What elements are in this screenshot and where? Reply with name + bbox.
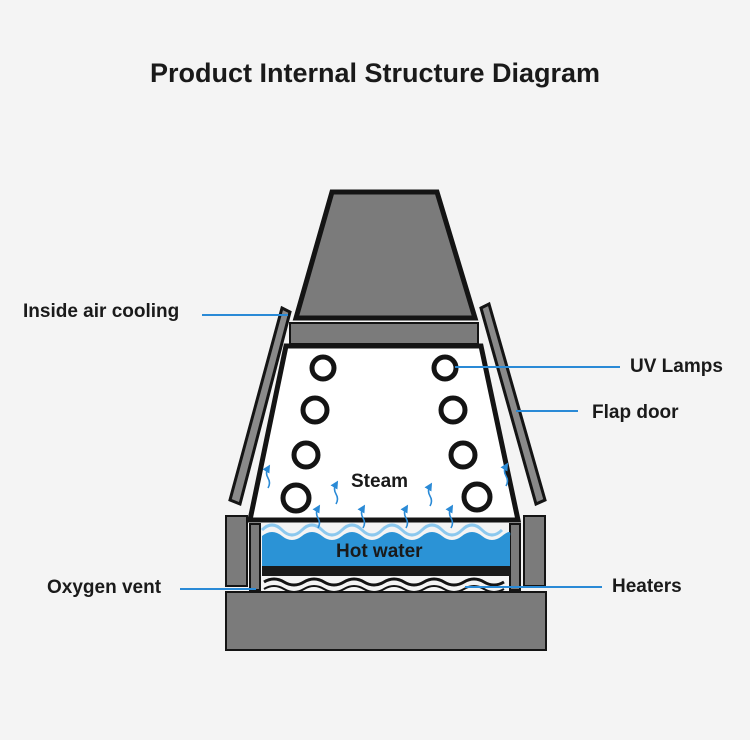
steam-arrow: [400, 504, 409, 529]
hot-water: [262, 532, 511, 566]
left-flap-door: [228, 305, 292, 507]
label-heaters: Heaters: [612, 576, 682, 597]
right-inner-post: [509, 523, 521, 591]
top-hood: [292, 189, 479, 321]
heater-plate: [262, 566, 510, 576]
heater-coil-1: [263, 577, 505, 587]
steam-arrow: [445, 504, 454, 529]
uv-lamp: [448, 440, 478, 470]
heater-coil-2: [263, 585, 505, 593]
label-inside-air-cooling: Inside air cooling: [23, 301, 180, 322]
steam-arrow: [262, 464, 271, 489]
label-uv-lamps: UV Lamps: [630, 356, 723, 377]
steam-arrows: [262, 462, 509, 529]
uv-lamp: [461, 481, 493, 513]
base: [225, 591, 547, 651]
left-inner-post: [249, 523, 261, 591]
label-hot-water: Hot water: [336, 541, 423, 562]
steam-arrow: [500, 462, 509, 487]
uv-lamp: [438, 395, 468, 425]
uv-lamp: [280, 482, 312, 514]
right-wall: [523, 515, 546, 587]
cooling-plate: [289, 322, 479, 345]
leader-lines: [180, 314, 620, 590]
steam-arrow: [424, 482, 433, 507]
steam-arrow: [312, 504, 321, 529]
steam-arrow: [357, 504, 366, 529]
left-wall: [225, 515, 248, 587]
uv-lamp: [291, 440, 321, 470]
label-steam: Steam: [351, 471, 409, 492]
uv-lamps-right: [431, 354, 493, 513]
water-waves: [260, 523, 504, 537]
inner-chamber: [246, 343, 522, 523]
diagram-title: Product Internal Structure Diagram: [149, 58, 601, 88]
label-oxygen-vent: Oxygen vent: [47, 577, 162, 598]
right-flap-door: [479, 301, 547, 507]
uv-lamps-left: [280, 354, 337, 514]
steam-arrow: [330, 480, 339, 505]
label-flap-door: Flap door: [592, 402, 679, 423]
uv-lamp: [309, 354, 337, 382]
uv-lamp: [300, 395, 330, 425]
